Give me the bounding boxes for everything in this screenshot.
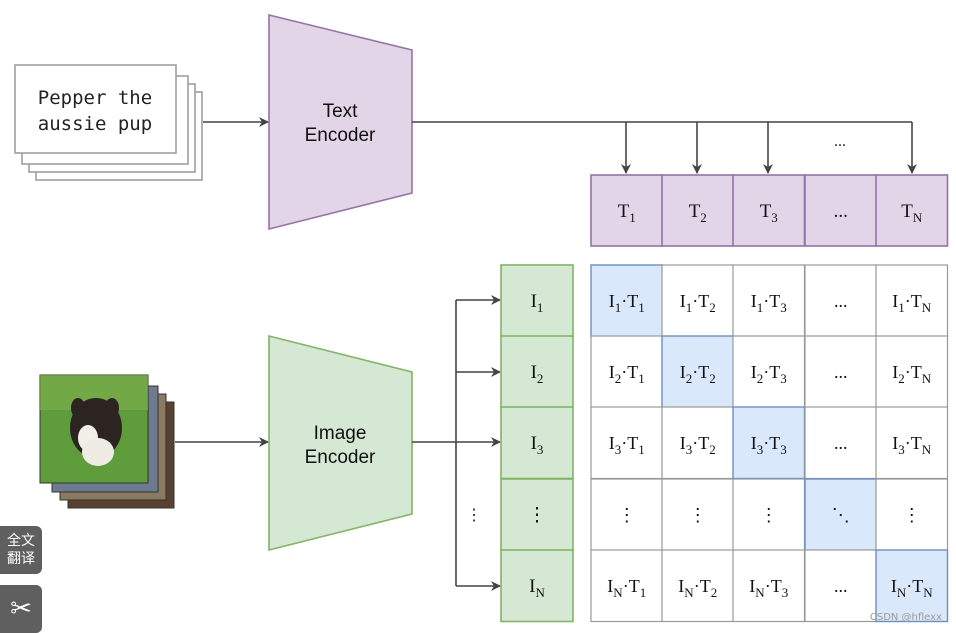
matrix-cell (875, 406, 949, 480)
matrix-cell-label: I2​·T3​ (751, 362, 787, 386)
scissors-icon: ✂ (10, 594, 32, 624)
arrow-ellipsis: ... (834, 133, 846, 150)
image-feature-cell (500, 406, 574, 480)
text-feature-cell (590, 174, 664, 247)
matrix-cell-label: I1​·T3​ (751, 291, 787, 315)
text-feature-cell (732, 174, 806, 247)
matrix-cell-label: ... (834, 433, 848, 453)
image-feature-cell (500, 549, 574, 623)
text-encoder-label-1: Text (323, 101, 359, 122)
matrix-cell-label: ⋮ (618, 505, 636, 525)
text-feature-cell (875, 174, 949, 247)
matrix-cell (590, 549, 664, 623)
text-feature-label: T2​ (689, 201, 707, 225)
image-feature-label: I2​ (531, 362, 544, 386)
image-feature-cell (500, 335, 574, 409)
similarity-matrix: I1​·T1​ I1​·T2​ I1​·T3​... I1​·TN​ I2​·T1​ I2… (590, 264, 949, 623)
image-feature-cell (500, 478, 574, 552)
matrix-cell (661, 264, 735, 338)
image-feature-label: I3​ (531, 433, 544, 457)
matrix-cell-label: I3​·T3​ (751, 433, 787, 457)
image-feature-column: I1​ I2​ I3​ ⋮ IN​ (500, 264, 574, 623)
matrix-cell-label: I2​·T2​ (680, 362, 716, 386)
matrix-cell-diagonal (804, 478, 878, 552)
text-feature-row: T1​ T2​ T3​... TN​ (590, 174, 949, 247)
image-feature-cell (500, 264, 574, 338)
matrix-cell (661, 478, 735, 552)
matrix-cell-label: I1​·T1​ (609, 291, 645, 315)
matrix-cell-label: I2​·TN​ (892, 362, 932, 386)
matrix-cell-label: I2​·T1​ (609, 362, 645, 386)
matrix-cell-label: IN​·T2​ (678, 576, 717, 600)
text-feature-label: TN​ (901, 201, 923, 225)
matrix-cell-label: ... (834, 291, 848, 311)
caption-line-1: Pepper the (38, 87, 152, 109)
matrix-cell-label: I3​·T1​ (609, 433, 645, 457)
image-stack (39, 374, 175, 509)
image-feature-label: IN​ (529, 576, 545, 600)
text-encoder: Text Encoder (268, 13, 413, 231)
image-arrow-vdots: ⋮ (466, 507, 482, 524)
matrix-cell-label: I3​·T2​ (680, 433, 716, 457)
matrix-cell-label: ⋮ (903, 505, 921, 525)
image-encoder-label-2: Encoder (305, 447, 376, 468)
image-feature-label: ⋮ (528, 505, 547, 526)
image-encoder-label-1: Image (314, 423, 367, 444)
matrix-cell-label: ⋱ (832, 505, 850, 525)
translate-button[interactable]: 全文 翻译 (0, 526, 42, 574)
matrix-cell-diagonal (875, 549, 949, 623)
matrix-cell-label: I1​·TN​ (892, 291, 932, 315)
matrix-cell (875, 335, 949, 409)
matrix-cell-label: ⋮ (689, 505, 707, 525)
matrix-cell-diagonal (661, 335, 735, 409)
text-feature-cell (804, 174, 878, 247)
matrix-cell (804, 549, 878, 623)
matrix-cell (661, 549, 735, 623)
matrix-cell-label: I3​·TN​ (892, 433, 932, 457)
matrix-cell-label: IN​·T1​ (607, 576, 646, 600)
caption-stack: Pepper the aussie pup (14, 64, 203, 181)
text-encoder-label-2: Encoder (305, 125, 376, 146)
matrix-cell (590, 406, 664, 480)
matrix-cell-label: IN​·T3​ (749, 576, 788, 600)
matrix-cell-label: ... (834, 576, 848, 596)
text-fanout-arrows (412, 121, 917, 174)
matrix-cell (875, 478, 949, 552)
matrix-cell (804, 406, 878, 480)
matrix-cell-diagonal (732, 406, 806, 480)
image-fanout-arrows (412, 295, 501, 591)
text-feature-label: ... (834, 201, 848, 222)
matrix-cell-label: IN​·TN​ (891, 576, 933, 600)
text-feature-label: T1​ (618, 201, 636, 225)
text-feature-label: T3​ (760, 201, 778, 225)
scissors-button[interactable]: ✂ (0, 585, 42, 633)
translate-label: 全文 翻译 (7, 533, 35, 567)
image-feature-label: I1​ (531, 291, 544, 315)
matrix-cell (875, 264, 949, 338)
matrix-cell-label: ⋮ (760, 505, 778, 525)
caption-line-2: aussie pup (38, 113, 152, 135)
matrix-cell-label: I1​·T2​ (680, 291, 716, 315)
watermark: CSDN @hflexx (869, 612, 942, 623)
image-encoder: Image Encoder (268, 334, 413, 552)
matrix-cell-label: ... (834, 362, 848, 382)
matrix-cell-diagonal (590, 264, 664, 338)
